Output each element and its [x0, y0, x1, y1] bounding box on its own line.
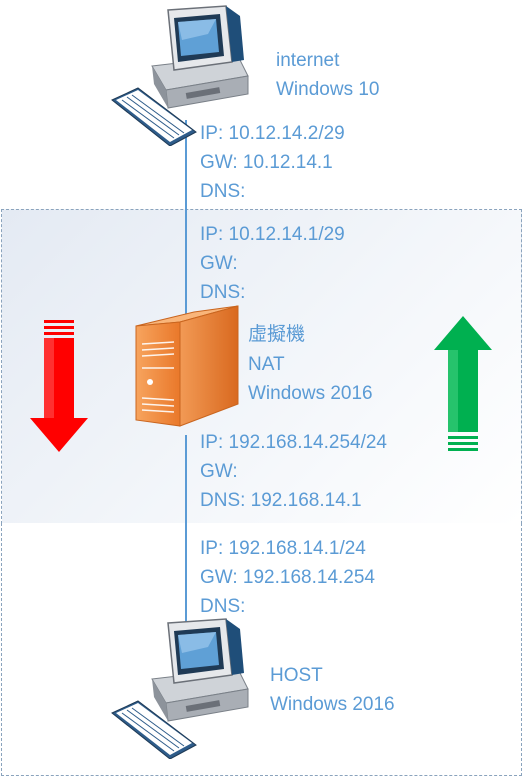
link-internet-nat — [185, 120, 187, 315]
nat-external-ip: IP: 10.12.14.1/29 — [200, 224, 345, 245]
nat-name: NAT — [248, 354, 285, 375]
nat-internal-ip: IP: 192.168.14.254/24 — [200, 432, 387, 453]
host-name: HOST — [270, 665, 323, 686]
nat-zone — [1, 209, 522, 524]
host-dns: DNS: — [200, 596, 246, 617]
nat-internal-dns: DNS: 192.168.14.1 — [200, 490, 362, 511]
internet-gw: GW: 10.12.14.1 — [200, 152, 333, 173]
host-ip: IP: 192.168.14.1/24 — [200, 538, 366, 559]
down-arrow-icon — [30, 320, 88, 452]
internet-name: internet — [276, 50, 340, 71]
nat-os: Windows 2016 — [248, 383, 373, 404]
nat-label: 虛擬機 — [248, 324, 306, 345]
internet-computer-icon — [111, 5, 249, 146]
internet-ip: IP: 10.12.14.2/29 — [200, 123, 345, 144]
up-arrow-icon — [434, 316, 492, 451]
host-os: Windows 2016 — [270, 694, 395, 715]
host-computer-icon — [111, 618, 249, 759]
nat-external-gw: GW: — [200, 253, 238, 274]
nat-internal-gw: GW: — [200, 461, 238, 482]
internet-dns: DNS: — [200, 181, 246, 202]
server-tower-icon — [135, 305, 239, 427]
host-zone — [1, 523, 522, 776]
nat-external-dns: DNS: — [200, 282, 246, 303]
host-gw: GW: 192.168.14.254 — [200, 567, 375, 588]
link-nat-host — [185, 435, 187, 630]
internet-os: Windows 10 — [276, 79, 380, 100]
